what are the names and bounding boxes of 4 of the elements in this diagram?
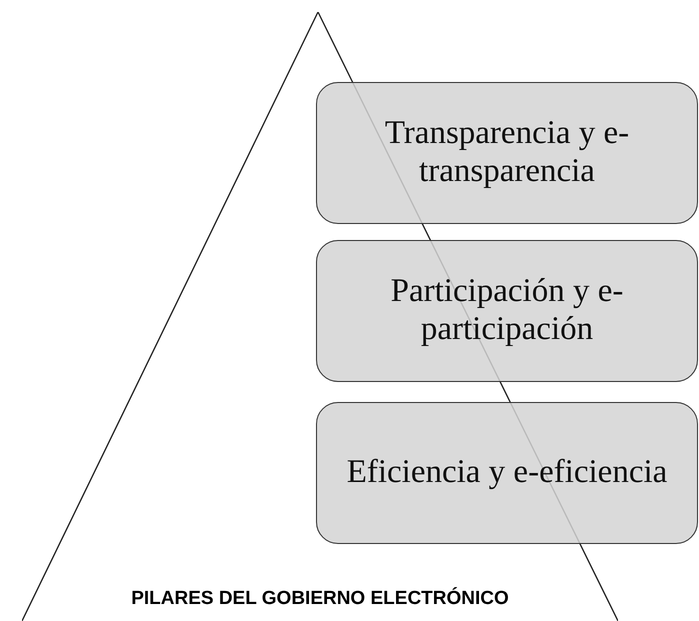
pillar-box: Transparencia y e-transparencia — [316, 82, 698, 224]
pillar-box: Eficiencia y e-eficiencia — [316, 402, 698, 544]
pillar-box: Participación y e-participación — [316, 240, 698, 382]
pyramid-title: PILARES DEL GOBIERNO ELECTRÓNICO — [131, 588, 509, 608]
